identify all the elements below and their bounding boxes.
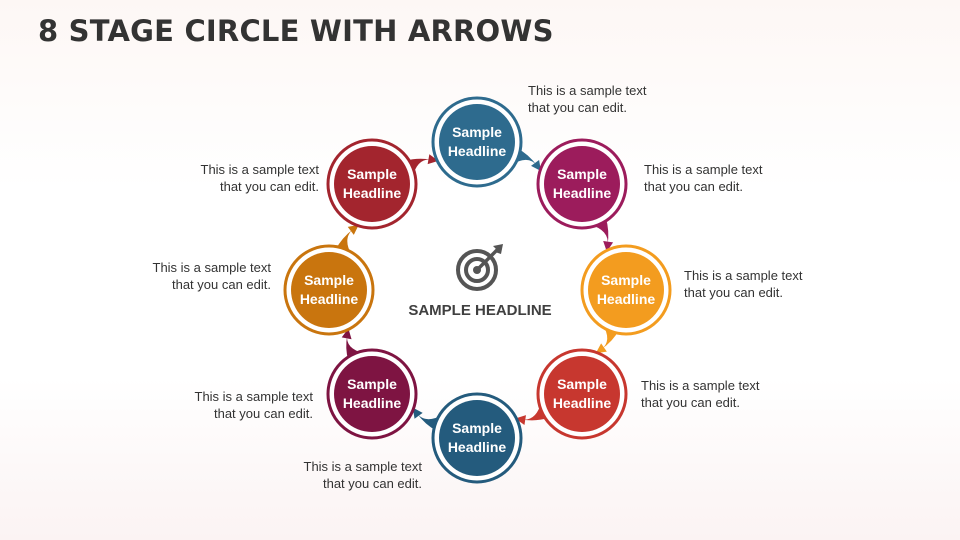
arrow-5-head bbox=[412, 407, 423, 419]
stage-7-fill bbox=[291, 252, 367, 328]
stage-6-fill bbox=[334, 356, 410, 432]
center-headline: SAMPLE HEADLINE bbox=[408, 302, 552, 319]
target-arrow-icon bbox=[456, 244, 503, 291]
arrow-1-head bbox=[531, 159, 541, 172]
stage-2-fill bbox=[544, 146, 620, 222]
stage-1-fill bbox=[439, 104, 515, 180]
arrow-4-head bbox=[515, 415, 526, 426]
stage-5-fill bbox=[439, 400, 515, 476]
stage-3-fill bbox=[588, 252, 664, 328]
arrow-2-head bbox=[603, 241, 614, 252]
arrow-6-head bbox=[341, 328, 352, 340]
page-title: 8 STAGE CIRCLE WITH ARROWS bbox=[38, 14, 554, 48]
arrow-8-head bbox=[427, 154, 439, 165]
arrow-7-head bbox=[347, 224, 359, 235]
arrow-3-head bbox=[595, 343, 607, 354]
stage-4-fill bbox=[544, 356, 620, 432]
stage-8-fill bbox=[334, 146, 410, 222]
